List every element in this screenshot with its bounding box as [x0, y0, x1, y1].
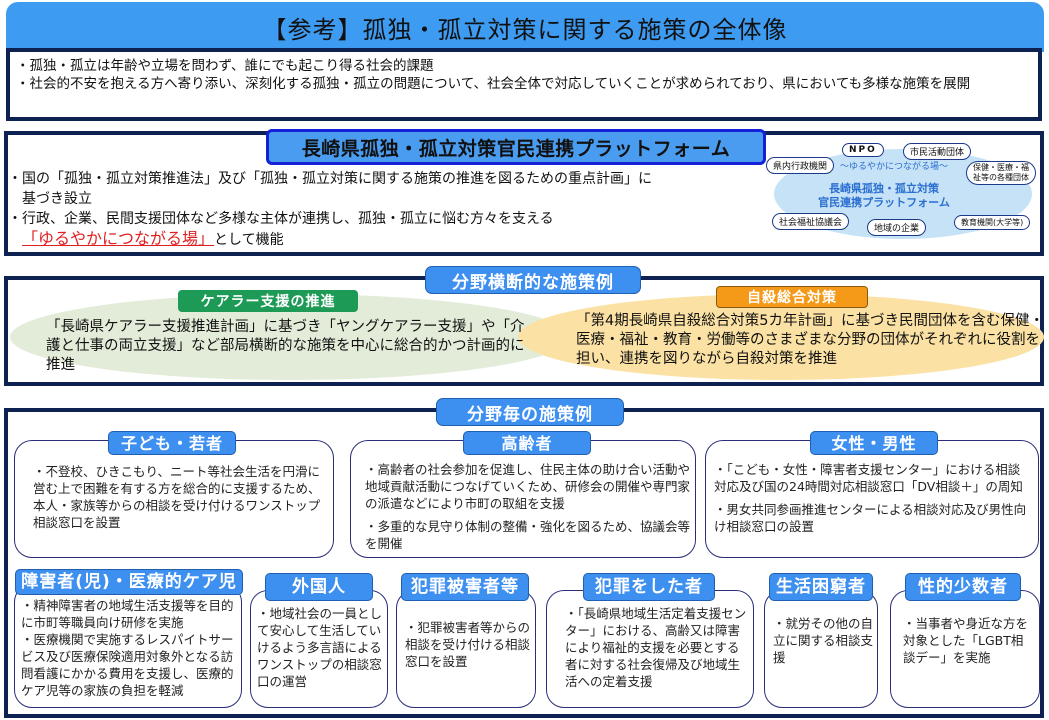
card-body: ・高齢者の社会参加を促進し、住民主体の助け合い活動や地域貢献活動につなげていくた… [365, 461, 690, 558]
card-crime-victims: 犯罪被害者等 ・犯罪被害者等からの相談を受け付ける相談窓口を設置 [396, 573, 536, 708]
intro-bullet: ・孤独・孤立は年齢や立場を問わず、誰にでも起こり得る社会的課題 [16, 58, 434, 74]
card-item: ・多重的な見守り体制の整備・強化を図るため、協議会等を開催 [365, 519, 691, 551]
card-label: 外国人 [265, 573, 373, 601]
platform-line-suffix: として機能 [214, 232, 284, 248]
card-item: ・男女共同参画推進センターによる相談対応及び男性向け相談窓口の設置 [714, 502, 1027, 534]
platform-description: ・国の「孤独・孤立対策推進法」及び「孤独・孤立対策に関する施策の推進を図るための… [8, 169, 758, 250]
card-item: ・当事者や身近な方を対象とした「LGBT相談デー」を実施 [903, 616, 1029, 665]
suicide-text: 「第4期長崎県自殺総合対策5カ年計画」に基づき民間団体を含む保健・医療・福祉・教… [576, 313, 1044, 367]
card-offenders: 犯罪をした者 ・「長崎県地域生活定着支援センター」における、高齢又は障害により福… [546, 573, 754, 708]
card-children-youth: 子ども・若者 ・不登校、ひきこもり、ニート等社会生活を円滑に営む上で困難を有する… [14, 431, 334, 558]
card-item: ・精神障害者の地域生活支援等を目的に市町等職員向け研修を実施 [21, 598, 234, 630]
suicide-ellipse [518, 294, 1044, 380]
member-citizen-groups: 市民活動団体 [903, 143, 972, 160]
platform-line: 基づき設立 [22, 191, 92, 207]
member-social-welfare-council: 社会福祉協議会 [772, 213, 850, 230]
card-label: 高齢者 [463, 431, 591, 455]
platform-line: ・行政、企業、民間支援団体など多様な主体が連携し、孤独・孤立に悩む方々を支える [8, 211, 554, 227]
diagram-center-title: 長崎県孤独・孤立対策 官民連携プラットフォーム [804, 182, 964, 210]
card-disabled: 障害者(児)・医療的ケア児 ・精神障害者の地域生活支援等を目的に市町等職員向け研… [14, 569, 243, 708]
intro-bullet: ・社会的不安を抱える方へ寄り添い、深刻化する孤独・孤立の問題について、社会全体で… [16, 76, 971, 92]
card-body: ・地域社会の一員として安心して生活していけるよう多言語によるワンストップの相談窓… [257, 605, 385, 696]
card-label: 女性・男性 [810, 431, 938, 455]
per-field-section: 分野毎の施策例 子ども・若者 ・不登校、ひきこもり、ニート等社会生活を円滑に営む… [4, 398, 1044, 718]
member-health-welfare: 保健・医療・福祉等の各種団体 [966, 161, 1036, 185]
card-item: ・高齢者の社会参加を促進し、住民主体の助け合い活動や地域貢献活動につなげていくた… [365, 462, 691, 511]
card-foreigners: 外国人 ・地域社会の一員として安心して生活していけるよう多言語によるワンストップ… [250, 573, 388, 708]
card-label: 障害者(児)・医療的ケア児 [15, 569, 243, 595]
card-label: 犯罪をした者 [583, 573, 715, 601]
diagram-center-line: 官民連携プラットフォーム [818, 196, 950, 209]
highlight-phrase: 「ゆるやかにつながる場」 [22, 229, 215, 248]
card-body: ・就労その他の自立に関する相談支援 [773, 615, 873, 672]
card-item: ・地域社会の一員として安心して生活していけるよう多言語によるワンストップの相談窓… [257, 606, 383, 689]
suicide-tag: 自殺総合対策 [716, 286, 868, 308]
card-sexual-minorities: 性的少数者 ・当事者や身近な方を対象とした「LGBT相談デー」を実施 [890, 573, 1040, 708]
member-pref-agencies: 県内行政機関 [766, 157, 835, 174]
platform-diagram: ～ゆるやかにつながる場～ 長崎県孤独・孤立対策 官民連携プラットフォーム NPO… [760, 139, 1040, 249]
diagram-center-line: 長崎県孤独・孤立対策 [829, 182, 939, 195]
card-label: 犯罪被害者等 [401, 573, 529, 601]
card-item: ・就労その他の自立に関する相談支援 [773, 616, 874, 665]
platform-line: 「ゆるやかにつながる場」として機能 [8, 229, 758, 250]
card-item: ・不登校、ひきこもり、ニート等社会生活を円滑に営む上で困難を有する方を総合的に支… [33, 464, 321, 530]
platform-line: ・国の「孤独・孤立対策推進法」及び「孤独・孤立対策に関する施策の推進を図るための… [8, 171, 652, 187]
card-body: ・「こども・女性・障害者支援センター」における相談対応及び国の24時間対応相談窓… [714, 461, 1032, 541]
card-women-men: 女性・男性 ・「こども・女性・障害者支援センター」における相談対応及び国の24時… [705, 431, 1039, 558]
cross-sector-section: 分野横断的な施策例 ケアラー支援の推進 「長崎県ケアラー支援推進計画」に基づき「… [4, 266, 1044, 386]
card-body: ・犯罪被害者等からの相談を受け付ける相談窓口を設置 [405, 619, 531, 676]
card-label: 子ども・若者 [108, 431, 236, 455]
card-body: ・精神障害者の地域生活支援等を目的に市町等職員向け研修を実施 ・医療機関で実施す… [21, 597, 239, 699]
card-item: ・犯罪被害者等からの相談を受け付ける相談窓口を設置 [405, 620, 531, 669]
page-title: 【参考】孤独・孤立対策に関する施策の全体像 [6, 2, 1044, 52]
diagram-subtitle: ～ゆるやかにつながる場～ [840, 162, 949, 172]
card-body: ・「長崎県地域生活定着支援センター」における、高齢又は障害により福祉的支援を必要… [565, 605, 747, 696]
card-label: 生活困窮者 [769, 573, 873, 601]
card-body: ・当事者や身近な方を対象とした「LGBT相談デー」を実施 [903, 615, 1035, 672]
card-label: 性的少数者 [905, 573, 1021, 601]
card-item: ・医療機関で実施するレスパイトサービス及び医療保険適用対象外となる訪問看護にかか… [21, 632, 234, 698]
cross-sector-tab: 分野横断的な施策例 [425, 266, 641, 294]
carer-tag: ケアラー支援の推進 [178, 290, 358, 312]
per-field-tab: 分野毎の施策例 [436, 398, 624, 426]
member-education: 教育機関(大学等) [954, 215, 1031, 230]
member-npo: NPO [842, 143, 884, 157]
card-elderly: 高齢者 ・高齢者の社会参加を促進し、住民主体の助け合い活動や地域貢献活動につなげ… [350, 431, 696, 558]
platform-title: 長崎県孤独・孤立対策官民連携プラットフォーム [266, 129, 766, 165]
card-body: ・不登校、ひきこもり、ニート等社会生活を円滑に営む上で困難を有する方を総合的に支… [33, 463, 323, 537]
member-local-companies: 地域の企業 [867, 219, 927, 236]
card-item: ・「こども・女性・障害者支援センター」における相談対応及び国の24時間対応相談窓… [714, 462, 1023, 494]
platform-section: 長崎県孤独・孤立対策官民連携プラットフォーム ・国の「孤独・孤立対策推進法」及び… [4, 129, 1044, 256]
card-item: ・「長崎県地域生活定着支援センター」における、高齢又は障害により福祉的支援を必要… [565, 606, 747, 689]
intro-box: ・孤独・孤立は年齢や立場を問わず、誰にでも起こり得る社会的課題 ・社会的不安を抱… [6, 48, 1042, 121]
carer-text: 「長崎県ケアラー支援推進計画」に基づき「ヤングケアラー支援」や「介護と仕事の両立… [46, 319, 525, 373]
card-needy: 生活困窮者 ・就労その他の自立に関する相談支援 [764, 573, 878, 708]
